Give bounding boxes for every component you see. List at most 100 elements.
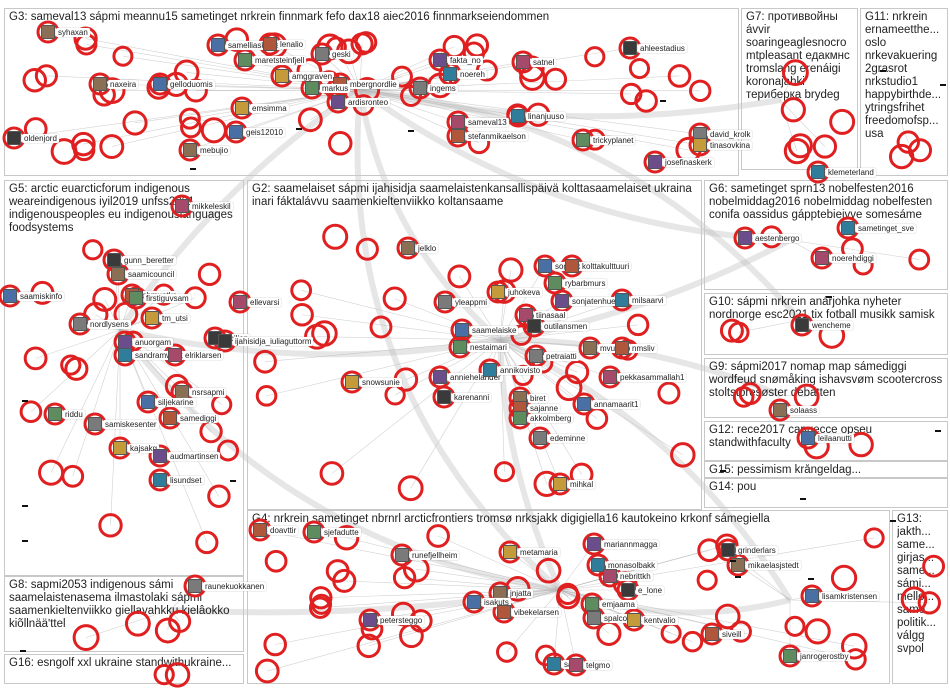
node-avatar-icon[interactable] bbox=[615, 293, 629, 307]
node-avatar-icon[interactable] bbox=[801, 431, 815, 445]
node-avatar-icon[interactable] bbox=[553, 477, 567, 491]
node-ring bbox=[21, 402, 41, 422]
node-avatar-icon[interactable] bbox=[603, 370, 617, 384]
node-ring bbox=[357, 239, 377, 259]
node-avatar-icon[interactable] bbox=[175, 199, 189, 213]
node-avatar-icon[interactable] bbox=[721, 543, 735, 557]
node-avatar-icon[interactable] bbox=[48, 407, 62, 421]
node-avatar-icon[interactable] bbox=[527, 319, 541, 333]
node-avatar-icon[interactable] bbox=[211, 38, 225, 52]
node-avatar-icon[interactable] bbox=[111, 267, 125, 281]
node-avatar-icon[interactable] bbox=[576, 133, 590, 147]
node-avatar-icon[interactable] bbox=[565, 259, 579, 273]
node-avatar-icon[interactable] bbox=[815, 251, 829, 265]
node-avatar-icon[interactable] bbox=[577, 397, 591, 411]
node-avatar-icon[interactable] bbox=[113, 441, 127, 455]
node-avatar-icon[interactable] bbox=[587, 537, 601, 551]
node-avatar-icon[interactable] bbox=[433, 370, 447, 384]
node-avatar-icon[interactable] bbox=[88, 417, 102, 431]
node-label: annamaarit1 bbox=[592, 400, 640, 409]
node-avatar-icon[interactable] bbox=[315, 47, 329, 61]
node-avatar-icon[interactable] bbox=[229, 125, 243, 139]
node-avatar-icon[interactable] bbox=[811, 165, 825, 179]
node-avatar-icon[interactable] bbox=[153, 77, 167, 91]
node-avatar-icon[interactable] bbox=[648, 155, 662, 169]
node-avatar-icon[interactable] bbox=[705, 627, 719, 641]
node-avatar-icon[interactable] bbox=[805, 589, 819, 603]
node-avatar-icon[interactable] bbox=[443, 67, 457, 81]
node-avatar-icon[interactable] bbox=[548, 276, 562, 290]
node-ring bbox=[256, 660, 278, 682]
node-avatar-icon[interactable] bbox=[331, 95, 345, 109]
node-avatar-icon[interactable] bbox=[3, 289, 17, 303]
node-avatar-icon[interactable] bbox=[153, 449, 167, 463]
node-avatar-icon[interactable] bbox=[585, 597, 599, 611]
node-avatar-icon[interactable] bbox=[621, 583, 635, 597]
node-avatar-icon[interactable] bbox=[455, 323, 469, 337]
node-avatar-icon[interactable] bbox=[603, 569, 617, 583]
node-avatar-icon[interactable] bbox=[107, 253, 121, 267]
node-avatar-icon[interactable] bbox=[345, 375, 359, 389]
node-avatar-icon[interactable] bbox=[451, 129, 465, 143]
node-avatar-icon[interactable] bbox=[238, 53, 252, 67]
node-avatar-icon[interactable] bbox=[555, 294, 569, 308]
node-avatar-icon[interactable] bbox=[623, 41, 637, 55]
node-avatar-icon[interactable] bbox=[433, 53, 447, 67]
node-avatar-icon[interactable] bbox=[467, 595, 481, 609]
node-avatar-icon[interactable] bbox=[118, 335, 132, 349]
node-avatar-icon[interactable] bbox=[275, 69, 289, 83]
node-avatar-icon[interactable] bbox=[615, 341, 629, 355]
node-avatar-icon[interactable] bbox=[451, 115, 465, 129]
node-avatar-icon[interactable] bbox=[511, 109, 525, 123]
node-avatar-icon[interactable] bbox=[693, 138, 707, 152]
node-avatar-icon[interactable] bbox=[538, 259, 552, 273]
node-avatar-icon[interactable] bbox=[529, 349, 543, 363]
node-avatar-icon[interactable] bbox=[175, 385, 189, 399]
node-avatar-icon[interactable] bbox=[513, 411, 527, 425]
node-avatar-icon[interactable] bbox=[73, 317, 87, 331]
node-avatar-icon[interactable] bbox=[583, 341, 597, 355]
node-avatar-icon[interactable] bbox=[7, 131, 21, 145]
node-avatar-icon[interactable] bbox=[401, 241, 415, 255]
node-avatar-icon[interactable] bbox=[516, 55, 530, 69]
node-avatar-icon[interactable] bbox=[627, 613, 641, 627]
node-avatar-icon[interactable] bbox=[233, 295, 247, 309]
node-avatar-icon[interactable] bbox=[153, 473, 167, 487]
node-avatar-icon[interactable] bbox=[491, 285, 505, 299]
node-avatar-icon[interactable] bbox=[363, 613, 377, 627]
node-avatar-icon[interactable] bbox=[218, 334, 232, 348]
node-avatar-icon[interactable] bbox=[841, 221, 855, 235]
node-label: lisamkristensen bbox=[820, 592, 879, 601]
node-avatar-icon[interactable] bbox=[141, 395, 155, 409]
node-avatar-icon[interactable] bbox=[118, 348, 132, 362]
node-avatar-icon[interactable] bbox=[168, 348, 182, 362]
node-avatar-icon[interactable] bbox=[497, 605, 511, 619]
node-avatar-icon[interactable] bbox=[783, 649, 797, 663]
node-avatar-icon[interactable] bbox=[253, 523, 267, 537]
node-avatar-icon[interactable] bbox=[188, 579, 202, 593]
node-avatar-icon[interactable] bbox=[795, 318, 809, 332]
node-avatar-icon[interactable] bbox=[41, 25, 55, 39]
node-avatar-icon[interactable] bbox=[263, 37, 277, 51]
node-avatar-icon[interactable] bbox=[235, 101, 249, 115]
node-avatar-icon[interactable] bbox=[438, 295, 452, 309]
node-avatar-icon[interactable] bbox=[413, 81, 427, 95]
node-avatar-icon[interactable] bbox=[129, 291, 143, 305]
node-avatar-icon[interactable] bbox=[163, 411, 177, 425]
node-avatar-icon[interactable] bbox=[307, 525, 321, 539]
node-avatar-icon[interactable] bbox=[453, 340, 467, 354]
node-avatar-icon[interactable] bbox=[569, 658, 583, 672]
node-avatar-icon[interactable] bbox=[93, 77, 107, 91]
node-avatar-icon[interactable] bbox=[305, 81, 319, 95]
node-avatar-icon[interactable] bbox=[587, 611, 601, 625]
node-avatar-icon[interactable] bbox=[738, 231, 752, 245]
node-avatar-icon[interactable] bbox=[395, 548, 409, 562]
node-avatar-icon[interactable] bbox=[483, 363, 497, 377]
node-avatar-icon[interactable] bbox=[437, 390, 451, 404]
node-avatar-icon[interactable] bbox=[547, 657, 561, 671]
node-avatar-icon[interactable] bbox=[533, 431, 547, 445]
node-avatar-icon[interactable] bbox=[773, 403, 787, 417]
node-avatar-icon[interactable] bbox=[183, 143, 197, 157]
node-avatar-icon[interactable] bbox=[503, 545, 517, 559]
node-avatar-icon[interactable] bbox=[145, 311, 159, 325]
